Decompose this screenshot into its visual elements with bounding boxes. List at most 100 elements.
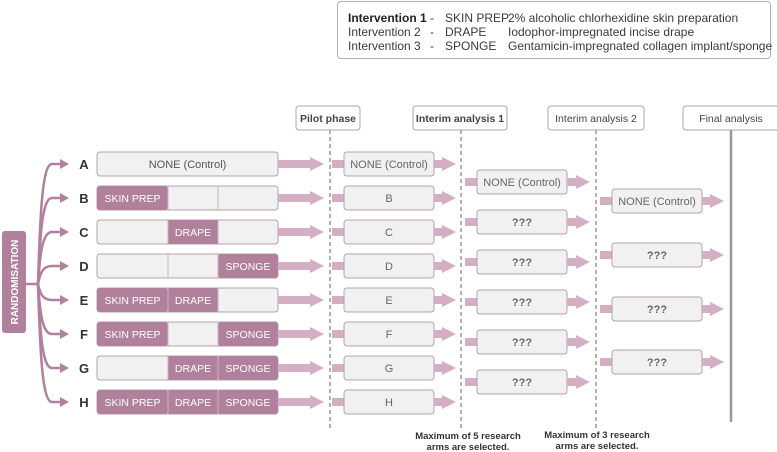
- pilot-exit-arrow: [434, 259, 456, 273]
- arm-letter: E: [80, 293, 89, 308]
- interim2-exit-arrow: [702, 355, 724, 369]
- interim1-box-label: ???: [512, 297, 532, 309]
- phase-header-label: Final analysis: [699, 113, 763, 125]
- pilot-exit-arrow: [434, 361, 456, 375]
- arm-cell-label: DRAPE: [175, 363, 211, 375]
- arm-to-pilot-arrow: [278, 157, 324, 171]
- arm-to-pilot-arrow: [278, 395, 324, 409]
- randomisation-label: RANDOMISATION: [10, 240, 21, 325]
- phase-header-4: [682, 105, 777, 131]
- interim2-entry-stub: [600, 251, 612, 259]
- interim1-box-label: ???: [512, 377, 532, 389]
- branch-arrowhead: [60, 193, 69, 203]
- legend-description: Gentamicin-impregnated collagen implant/…: [508, 39, 773, 53]
- arm-letter: F: [80, 327, 88, 342]
- pilot-exit-arrow: [434, 191, 456, 205]
- interim2-box-label: ???: [647, 304, 667, 316]
- arm-letter: G: [79, 361, 89, 376]
- pilot-entry-stub: [332, 296, 344, 304]
- interim2-box-label: ???: [647, 250, 667, 262]
- branch-h: [36, 283, 60, 404]
- legend-code: SKIN PREP: [445, 11, 510, 25]
- arm-to-pilot-arrow: [278, 361, 324, 375]
- interim2-entry-stub: [600, 305, 612, 313]
- arm-cell-active: [97, 322, 168, 346]
- phase-header-2: [412, 105, 508, 131]
- branch-arrowhead: [60, 227, 69, 237]
- legend-name: Intervention 2: [348, 25, 421, 39]
- pilot-exit-arrow: [434, 225, 456, 239]
- interim1-box-label: ???: [512, 257, 532, 269]
- intervention-legend: Intervention 1 - SKIN PREP 2% alcoholic …: [337, 1, 773, 59]
- interim2-exit-arrow: [702, 194, 724, 208]
- interim1-exit-arrow: [567, 255, 590, 269]
- interim1-note-line1: Maximum of 5 research: [415, 431, 521, 442]
- arm-cell-label: DRAPE: [175, 227, 211, 239]
- arm-letter: C: [79, 225, 89, 240]
- arm-to-pilot-arrow: [278, 191, 324, 205]
- interim2-entry-stub: [600, 197, 612, 205]
- pilot-box-label: G: [385, 363, 394, 375]
- branch-d: [36, 264, 60, 285]
- arm-cell-label: SKIN PREP: [104, 193, 160, 205]
- interim1-entry-stub: [465, 178, 477, 186]
- branch-arrowhead: [60, 159, 69, 169]
- arm-cell-active: [168, 288, 218, 312]
- pilot-box-label: H: [385, 397, 393, 409]
- legend-name: Intervention 1: [348, 11, 427, 25]
- phase-header-label: Interim analysis 2: [555, 113, 637, 125]
- arm-cell-active: [218, 322, 278, 346]
- arm-to-pilot-arrow: [278, 293, 324, 307]
- pilot-box-label: C: [385, 227, 393, 239]
- branch-arrowhead: [60, 295, 69, 305]
- interim1-note-line2: arms are selected.: [427, 442, 510, 452]
- pilot-entry-stub: [332, 398, 344, 406]
- interim2-note-line1: Maximum of 3 research: [544, 430, 650, 441]
- interim1-box-label: NONE (Control): [483, 177, 561, 189]
- arm-cell-active: [97, 288, 168, 312]
- pilot-box-label: B: [385, 193, 392, 205]
- pilot-entry-stub: [332, 330, 344, 338]
- interim2-entry-stub: [600, 358, 612, 366]
- arm-cell-active: [97, 186, 168, 210]
- phase-header-3: [547, 105, 645, 131]
- interim1-entry-stub: [465, 298, 477, 306]
- branch-c: [36, 230, 60, 285]
- interim1-entry-stub: [465, 378, 477, 386]
- pilot-exit-arrow: [434, 395, 456, 409]
- arm-cell-label: SPONGE: [226, 363, 271, 375]
- legend-name: Intervention 3: [348, 39, 421, 53]
- randomisation-box: [2, 231, 26, 333]
- interim2-exit-arrow: [702, 248, 724, 262]
- arm-cell-active: [168, 390, 218, 414]
- arm-letter: H: [79, 395, 88, 410]
- pilot-box-label: E: [385, 295, 392, 307]
- pilot-box-label: F: [386, 329, 393, 341]
- legend-code: DRAPE: [445, 25, 487, 39]
- pilot-exit-arrow: [434, 157, 456, 171]
- arm-cell-label: SKIN PREP: [104, 329, 160, 341]
- branch-arrowhead: [60, 363, 69, 373]
- pilot-entry-stub: [332, 194, 344, 202]
- phase-header-1: [295, 105, 361, 131]
- pilot-entry-stub: [332, 364, 344, 372]
- interim1-exit-arrow: [567, 295, 590, 309]
- arm-cell-active: [97, 390, 168, 414]
- arm-cell-active: [218, 254, 278, 278]
- arm-cell-label: SPONGE: [226, 397, 271, 409]
- arm-letter: D: [79, 259, 88, 274]
- interim1-entry-stub: [465, 338, 477, 346]
- branch-e: [36, 283, 60, 302]
- interim1-box-label: ???: [512, 217, 532, 229]
- arm-cell-label: DRAPE: [175, 397, 211, 409]
- interim2-box-label: NONE (Control): [618, 196, 696, 208]
- arm-cell-active: [218, 356, 278, 380]
- pilot-exit-arrow: [434, 293, 456, 307]
- arm-cell-active: [168, 220, 218, 244]
- phase-header-label: Interim analysis 1: [416, 113, 504, 125]
- arm-cell-label: DRAPE: [175, 295, 211, 307]
- arm-cell-label: SKIN PREP: [104, 397, 160, 409]
- arm-cell-label: SPONGE: [226, 329, 271, 341]
- interim2-box-label: ???: [647, 357, 667, 369]
